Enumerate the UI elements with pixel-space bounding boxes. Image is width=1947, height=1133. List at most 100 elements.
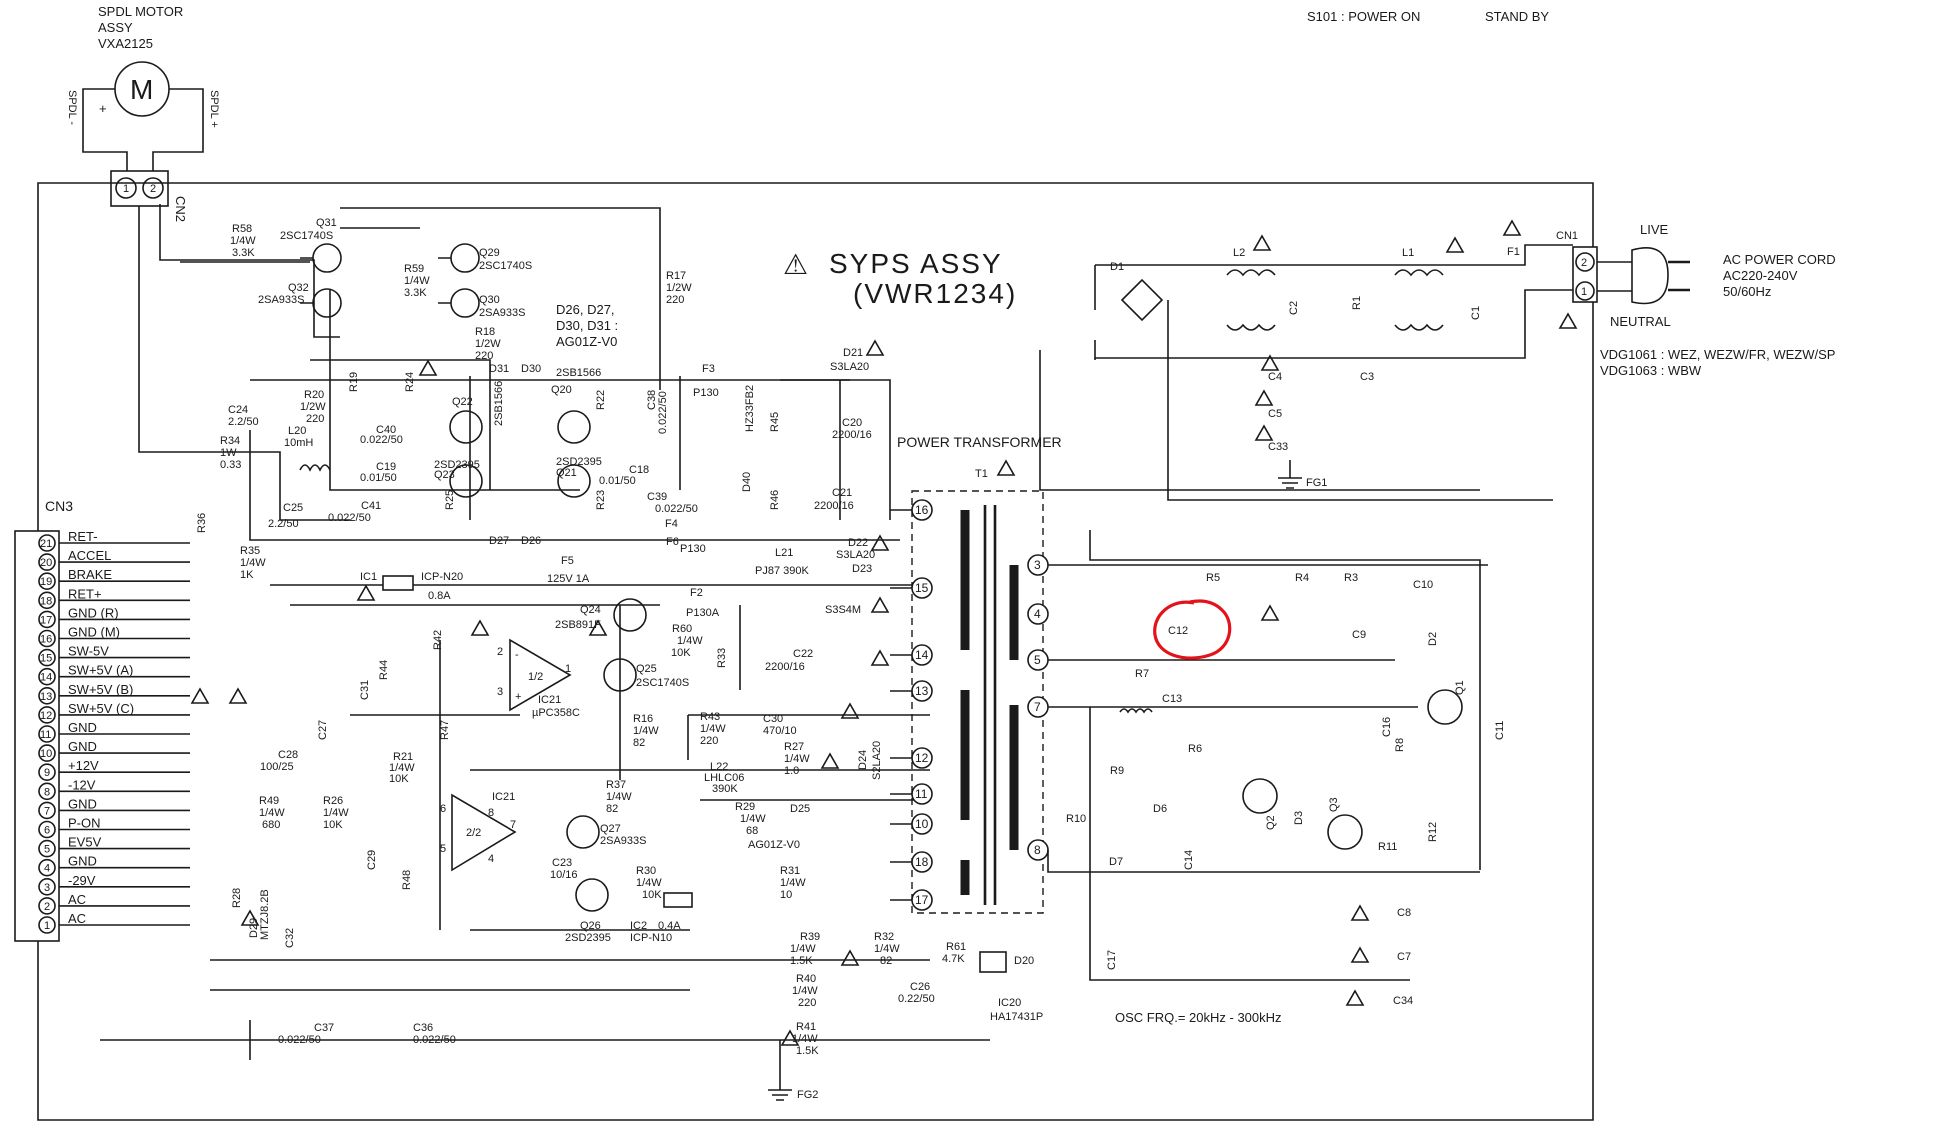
- svg-text:C22: C22: [793, 648, 813, 660]
- svg-text:82: 82: [633, 737, 645, 749]
- svg-text:0.4A: 0.4A: [658, 920, 681, 932]
- warning-triangle-icon: [1350, 946, 1370, 963]
- svg-text:7: 7: [1034, 700, 1041, 714]
- svg-text:R48: R48: [401, 870, 413, 890]
- cn3-pin-label: GND: [68, 739, 97, 754]
- svg-text:MTZJ8.2B: MTZJ8.2B: [259, 889, 271, 940]
- svg-text:R5: R5: [1206, 572, 1220, 584]
- svg-text:2SD2395: 2SD2395: [434, 459, 480, 471]
- svg-text:AG01Z-V0: AG01Z-V0: [748, 839, 800, 851]
- svg-text:1.0: 1.0: [784, 765, 799, 777]
- power-transformer: POWER TRANSFORMER T1 161514131211101817 …: [890, 434, 1062, 914]
- cn3-pin-circle: [38, 725, 56, 743]
- cn3-pin-label: -12V: [68, 777, 96, 792]
- cn3-pin-circle: [38, 877, 56, 896]
- svg-text:1W: 1W: [220, 447, 237, 459]
- ic21b-opamp: [451, 793, 517, 872]
- svg-text:0.022/50: 0.022/50: [360, 434, 403, 446]
- svg-text:R44: R44: [378, 660, 390, 680]
- svg-text:2SA933S: 2SA933S: [479, 307, 525, 319]
- cn3-pin-number: 13: [40, 691, 52, 703]
- svg-text:R22: R22: [595, 390, 607, 410]
- warning-triangle-icon: [1252, 234, 1272, 251]
- cn3-pin-label: AC: [68, 892, 86, 907]
- cn3-pin-circle: [38, 667, 56, 686]
- svg-text:FG1: FG1: [1306, 477, 1327, 489]
- cn3-pin-label: GND (M): [68, 625, 120, 640]
- svg-text:D26: D26: [521, 535, 541, 547]
- svg-text:R47: R47: [439, 720, 451, 740]
- warning-markers: [190, 219, 1578, 1046]
- svg-text:C30: C30: [763, 713, 783, 725]
- svg-text:C11: C11: [1494, 721, 1506, 740]
- svg-text:C20: C20: [842, 417, 862, 429]
- svg-text:R41: R41: [796, 1021, 816, 1033]
- transformer-primary-pin: [911, 577, 933, 599]
- svg-text:1/2W: 1/2W: [300, 401, 326, 413]
- svg-text:C36: C36: [413, 1022, 433, 1034]
- svg-text:C25: C25: [283, 502, 303, 514]
- svg-text:D21: D21: [843, 347, 863, 359]
- svg-text:1/4W: 1/4W: [700, 723, 726, 735]
- warning-triangle-icon: [1345, 989, 1365, 1006]
- svg-text:2SC1740S: 2SC1740S: [636, 677, 689, 689]
- svg-text:R27: R27: [784, 741, 804, 753]
- svg-text:R39: R39: [800, 931, 820, 943]
- svg-text:R30: R30: [636, 865, 656, 877]
- cn3-pin-circle: [38, 782, 56, 801]
- svg-text:D30, D31 :: D30, D31 :: [556, 318, 618, 333]
- svg-text:ICP-N20: ICP-N20: [421, 571, 463, 583]
- cn3-pin-label: GND: [68, 720, 97, 735]
- svg-text:8: 8: [1034, 843, 1041, 857]
- svg-text:R21: R21: [393, 751, 413, 763]
- svg-text:1/4W: 1/4W: [633, 725, 659, 737]
- svg-text:82: 82: [606, 803, 618, 815]
- svg-text:Q3: Q3: [1328, 797, 1340, 812]
- svg-text:1/4W: 1/4W: [606, 791, 632, 803]
- svg-text:2: 2: [1581, 257, 1587, 269]
- warning-triangle-icon: [588, 619, 608, 636]
- warning-triangle-icon: [356, 584, 376, 601]
- cn3-pin-label: EV5V: [68, 835, 102, 850]
- svg-text:0.01/50: 0.01/50: [599, 475, 636, 487]
- svg-text:Q32: Q32: [288, 282, 309, 294]
- svg-text:D3: D3: [1293, 811, 1305, 825]
- svg-text:C5: C5: [1268, 408, 1282, 420]
- cn3-pin-circle: [38, 820, 56, 839]
- svg-text:C17: C17: [1106, 950, 1118, 970]
- svg-text:C8: C8: [1397, 907, 1411, 919]
- svg-text:50/60Hz: 50/60Hz: [1723, 284, 1771, 299]
- svg-text:2.2/50: 2.2/50: [268, 518, 299, 530]
- d1-bridge: [1120, 278, 1164, 322]
- svg-text:R60: R60: [672, 623, 692, 635]
- svg-text:C27: C27: [317, 720, 329, 740]
- svg-text:Q29: Q29: [479, 247, 500, 259]
- warning-triangle-icon: [870, 649, 890, 666]
- transformer-primary-pin: [911, 680, 933, 702]
- svg-text:6: 6: [440, 803, 446, 815]
- svg-text:L22: L22: [710, 761, 728, 773]
- cn3-pin-circle: [38, 839, 56, 858]
- svg-text:C41: C41: [361, 500, 381, 512]
- svg-text:2SB891F: 2SB891F: [555, 619, 601, 631]
- svg-text:1/4W: 1/4W: [230, 235, 256, 247]
- svg-text:C3: C3: [1360, 371, 1374, 383]
- svg-text:2SD2395: 2SD2395: [556, 456, 602, 468]
- warning-triangle-icon: [1502, 219, 1522, 236]
- warning-triangle-icon: [996, 459, 1016, 476]
- motor-label-right: SPDL +: [208, 90, 220, 128]
- svg-text:2SA933S: 2SA933S: [600, 835, 646, 847]
- cn1-connector: [1572, 246, 1598, 303]
- cn3-pin-number: 17: [40, 614, 52, 626]
- svg-text:2SA933S: 2SA933S: [258, 294, 304, 306]
- cn3-pin-label: RET+: [68, 586, 102, 601]
- cn3-pin-circle: [38, 572, 56, 591]
- warning-triangle-icon: [780, 1029, 800, 1046]
- cn3-pin-label: -29V: [68, 873, 96, 888]
- svg-text:D31: D31: [489, 363, 509, 375]
